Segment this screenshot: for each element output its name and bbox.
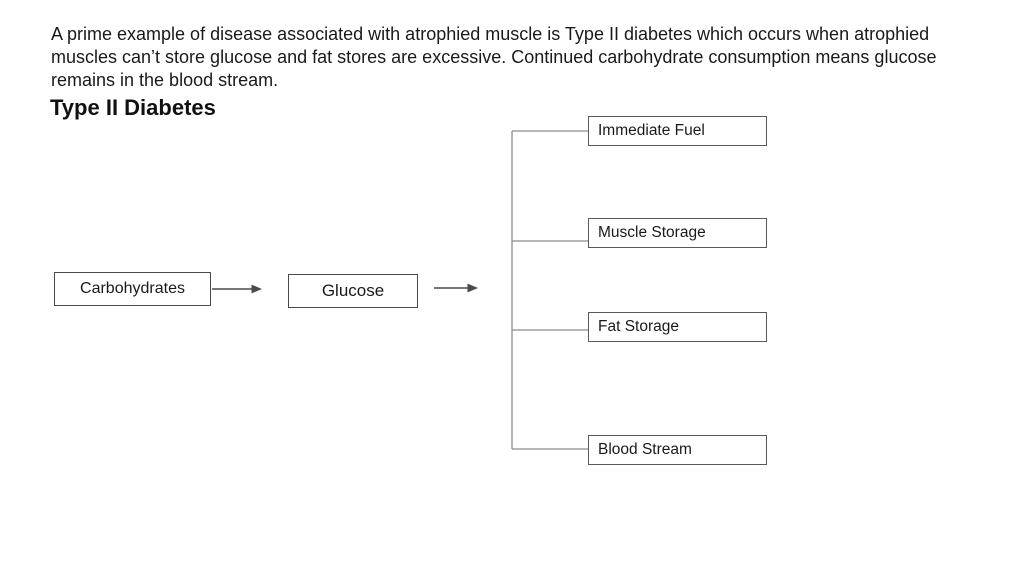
intro-line-2: muscles can’t store glucose and fat stor… — [51, 47, 937, 67]
node-carbohydrates: Carbohydrates — [54, 272, 211, 306]
node-blood-stream: Blood Stream — [588, 435, 767, 465]
intro-paragraph: A prime example of disease associated wi… — [51, 23, 936, 92]
node-muscle-storage: Muscle Storage — [588, 218, 767, 248]
intro-line-1: A prime example of disease associated wi… — [51, 24, 930, 44]
branch-connector-lines — [511, 130, 588, 450]
node-glucose: Glucose — [288, 274, 418, 308]
arrow-glucose-to-branches — [434, 283, 478, 293]
node-fat-storage: Fat Storage — [588, 312, 767, 342]
slide-heading: Type II Diabetes — [50, 95, 216, 120]
node-immediate-fuel: Immediate Fuel — [588, 116, 767, 146]
arrow-carbohydrates-to-glucose — [212, 284, 262, 294]
intro-line-3: remains in the blood stream. — [51, 70, 279, 90]
